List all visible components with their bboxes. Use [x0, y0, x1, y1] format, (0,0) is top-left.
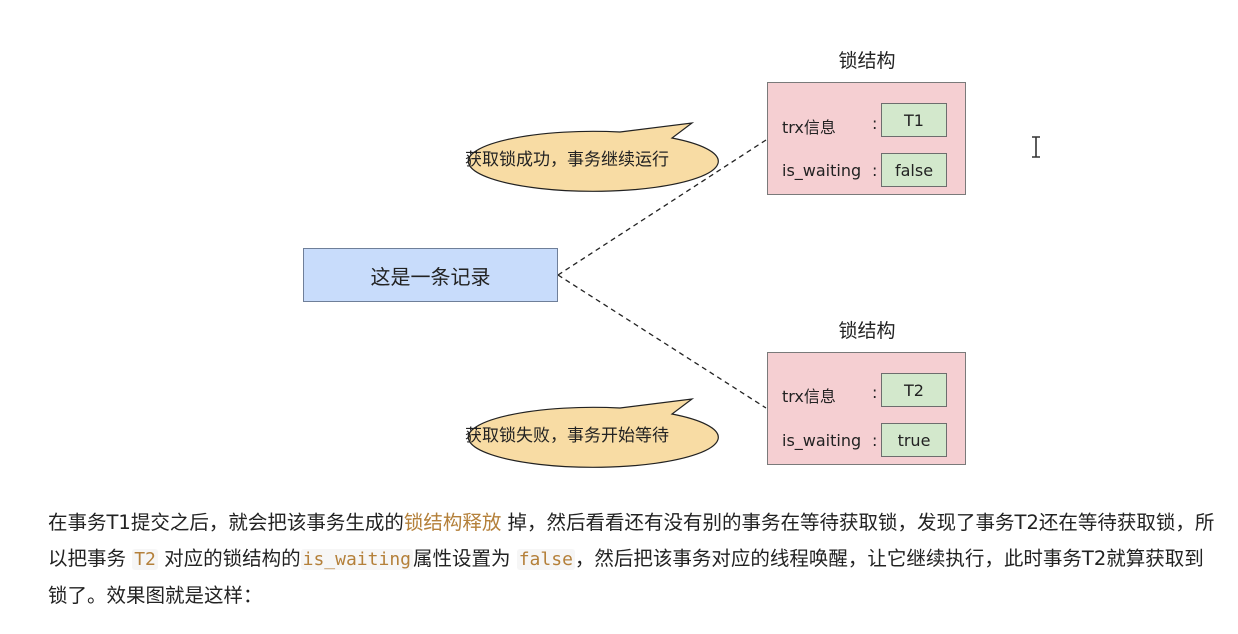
- code-false: false: [516, 549, 575, 570]
- highlight-release-lock: 锁结构释放: [403, 511, 502, 534]
- waiting-value-1: false: [881, 153, 947, 187]
- paragraph-part-2: 掉，然后看看还有没有别的事务在等待获取锁，发现了事务T2还在等待获取锁，所以把事…: [48, 511, 1215, 570]
- trx-label-1: trx信息: [782, 118, 836, 137]
- colon-2a: :: [872, 383, 878, 402]
- lock-diagram: 这是一条记录 锁结构 trx信息 : T1 is_waiting : false…: [303, 50, 1040, 468]
- waiting-value-1-text: false: [894, 160, 934, 180]
- trx-value-1: T1: [881, 103, 947, 137]
- text-cursor-icon: [1032, 136, 1040, 158]
- record-label: 这是一条记录: [370, 264, 491, 289]
- speech-bubble-text-2: 获取锁失败，事务开始等待: [465, 426, 669, 446]
- colon-1b: :: [872, 161, 878, 180]
- waiting-value-2: true: [881, 423, 947, 457]
- trx-value-1-text: T1: [904, 110, 924, 130]
- description-paragraph: 在事务T1提交之后，就会把该事务生成的锁结构释放 掉，然后看看还有没有别的事务在…: [48, 505, 1220, 614]
- trx-value-2: T2: [881, 373, 947, 407]
- paragraph-part-3: 对应的锁结构的: [164, 547, 301, 570]
- paragraph-part-5: ，然后把该事务对应的线程唤醒，让它继续执行，此时事务T2就算获取到锁了。效果图就…: [48, 547, 1204, 607]
- record-box: 这是一条记录: [303, 248, 558, 302]
- colon-2b: :: [872, 431, 878, 450]
- colon-1a: :: [872, 114, 878, 133]
- diagram-canvas: [467, 122, 767, 468]
- lock-structure-1: trx信息 : T1 is_waiting : false: [767, 82, 966, 195]
- trx-label-2: trx信息: [782, 387, 836, 406]
- waiting-label-2: is_waiting: [782, 431, 862, 450]
- waiting-value-2-text: true: [897, 430, 931, 450]
- trx-value-2-text: T2: [904, 380, 924, 400]
- paragraph-part-1: 在事务T1提交之后，就会把该事务生成的: [48, 511, 404, 534]
- code-is-waiting: is_waiting: [300, 549, 413, 570]
- waiting-label-1: is_waiting: [782, 161, 862, 180]
- lock-title-2: 锁结构: [838, 320, 896, 342]
- lock-structure-2: trx信息 : T2 is_waiting : true: [767, 352, 966, 465]
- speech-bubble-shape-1: [467, 122, 719, 192]
- connector-line-bottom: [557, 274, 767, 409]
- paragraph-part-4: 属性设置为: [413, 547, 511, 570]
- lock-title-1: 锁结构: [838, 50, 896, 72]
- speech-bubble-shape-2: [467, 398, 719, 468]
- code-t2: T2: [132, 549, 158, 570]
- speech-bubble-text-1: 获取锁成功，事务继续运行: [465, 150, 669, 170]
